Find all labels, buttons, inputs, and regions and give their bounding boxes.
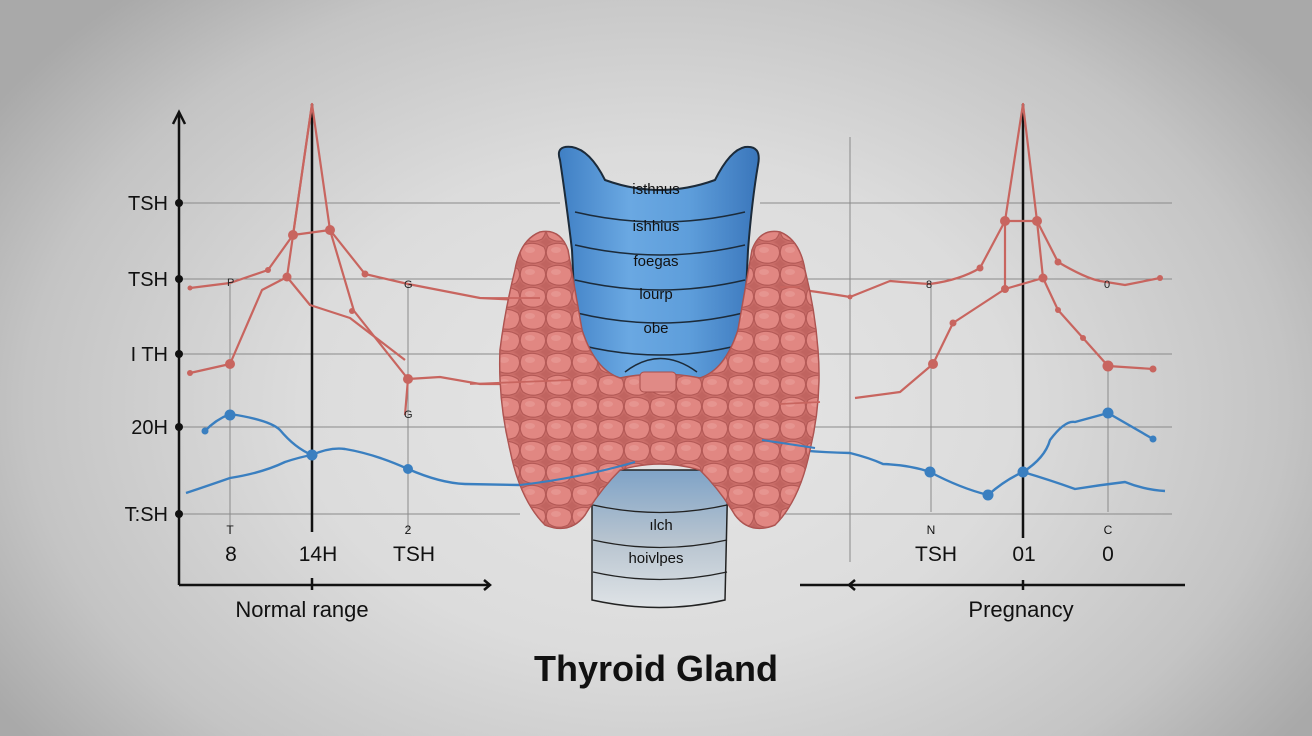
trachea-label: isthnus	[632, 181, 680, 198]
point-mark: G	[404, 279, 413, 291]
point-mark: G	[404, 409, 413, 421]
x-small-label: 2	[405, 523, 412, 537]
right-axes	[800, 104, 1185, 591]
trachea-label: ılch	[649, 517, 672, 534]
thyroid-gland	[469, 230, 821, 530]
x-label: 0	[1102, 543, 1114, 566]
left-blue-series	[185, 412, 521, 495]
y-label: T:SH	[125, 504, 168, 526]
isthmus	[639, 371, 677, 393]
right-caption: Pregnancy	[968, 597, 1073, 622]
trachea-lower	[591, 469, 729, 609]
x-small-label: C	[1104, 523, 1113, 537]
right-red-series	[779, 102, 1161, 400]
point-mark: P	[227, 277, 234, 289]
trachea-label: foegas	[633, 253, 678, 270]
trachea-label: lourp	[639, 286, 672, 303]
y-label: I TH	[131, 344, 168, 366]
trachea-label: obe	[643, 320, 668, 337]
x-label: TSH	[393, 543, 435, 566]
right-chart: 8 0 N C TSH 01 0 Pregnancy	[759, 102, 1185, 622]
y-label: 20H	[131, 417, 168, 439]
point-mark: 0	[1104, 279, 1110, 291]
x-small-label: T	[226, 523, 234, 537]
x-label: 01	[1012, 543, 1035, 566]
left-red-series	[189, 102, 521, 416]
x-label: 8	[225, 543, 237, 566]
trachea-label: ishhius	[633, 218, 680, 235]
left-caption: Normal range	[235, 597, 368, 622]
trachea-label: hoivlpes	[628, 550, 683, 567]
left-y-labels: TSH TSH I TH 20H T:SH	[125, 193, 168, 526]
x-label: TSH	[915, 543, 957, 566]
left-chart: TSH TSH I TH 20H T:SH	[125, 102, 560, 622]
x-small-label: N	[927, 523, 936, 537]
x-label: 14H	[299, 543, 338, 566]
y-label: TSH	[128, 193, 168, 215]
left-axes	[171, 104, 492, 591]
page-title: Thyroid Gland	[533, 648, 778, 689]
y-label: TSH	[128, 269, 168, 291]
right-grid	[760, 137, 1172, 562]
trachea: isthnus ishhius foegas lourp obe ılch ho…	[557, 145, 760, 609]
right-blue-series	[759, 411, 1166, 497]
point-mark: 8	[926, 279, 932, 291]
